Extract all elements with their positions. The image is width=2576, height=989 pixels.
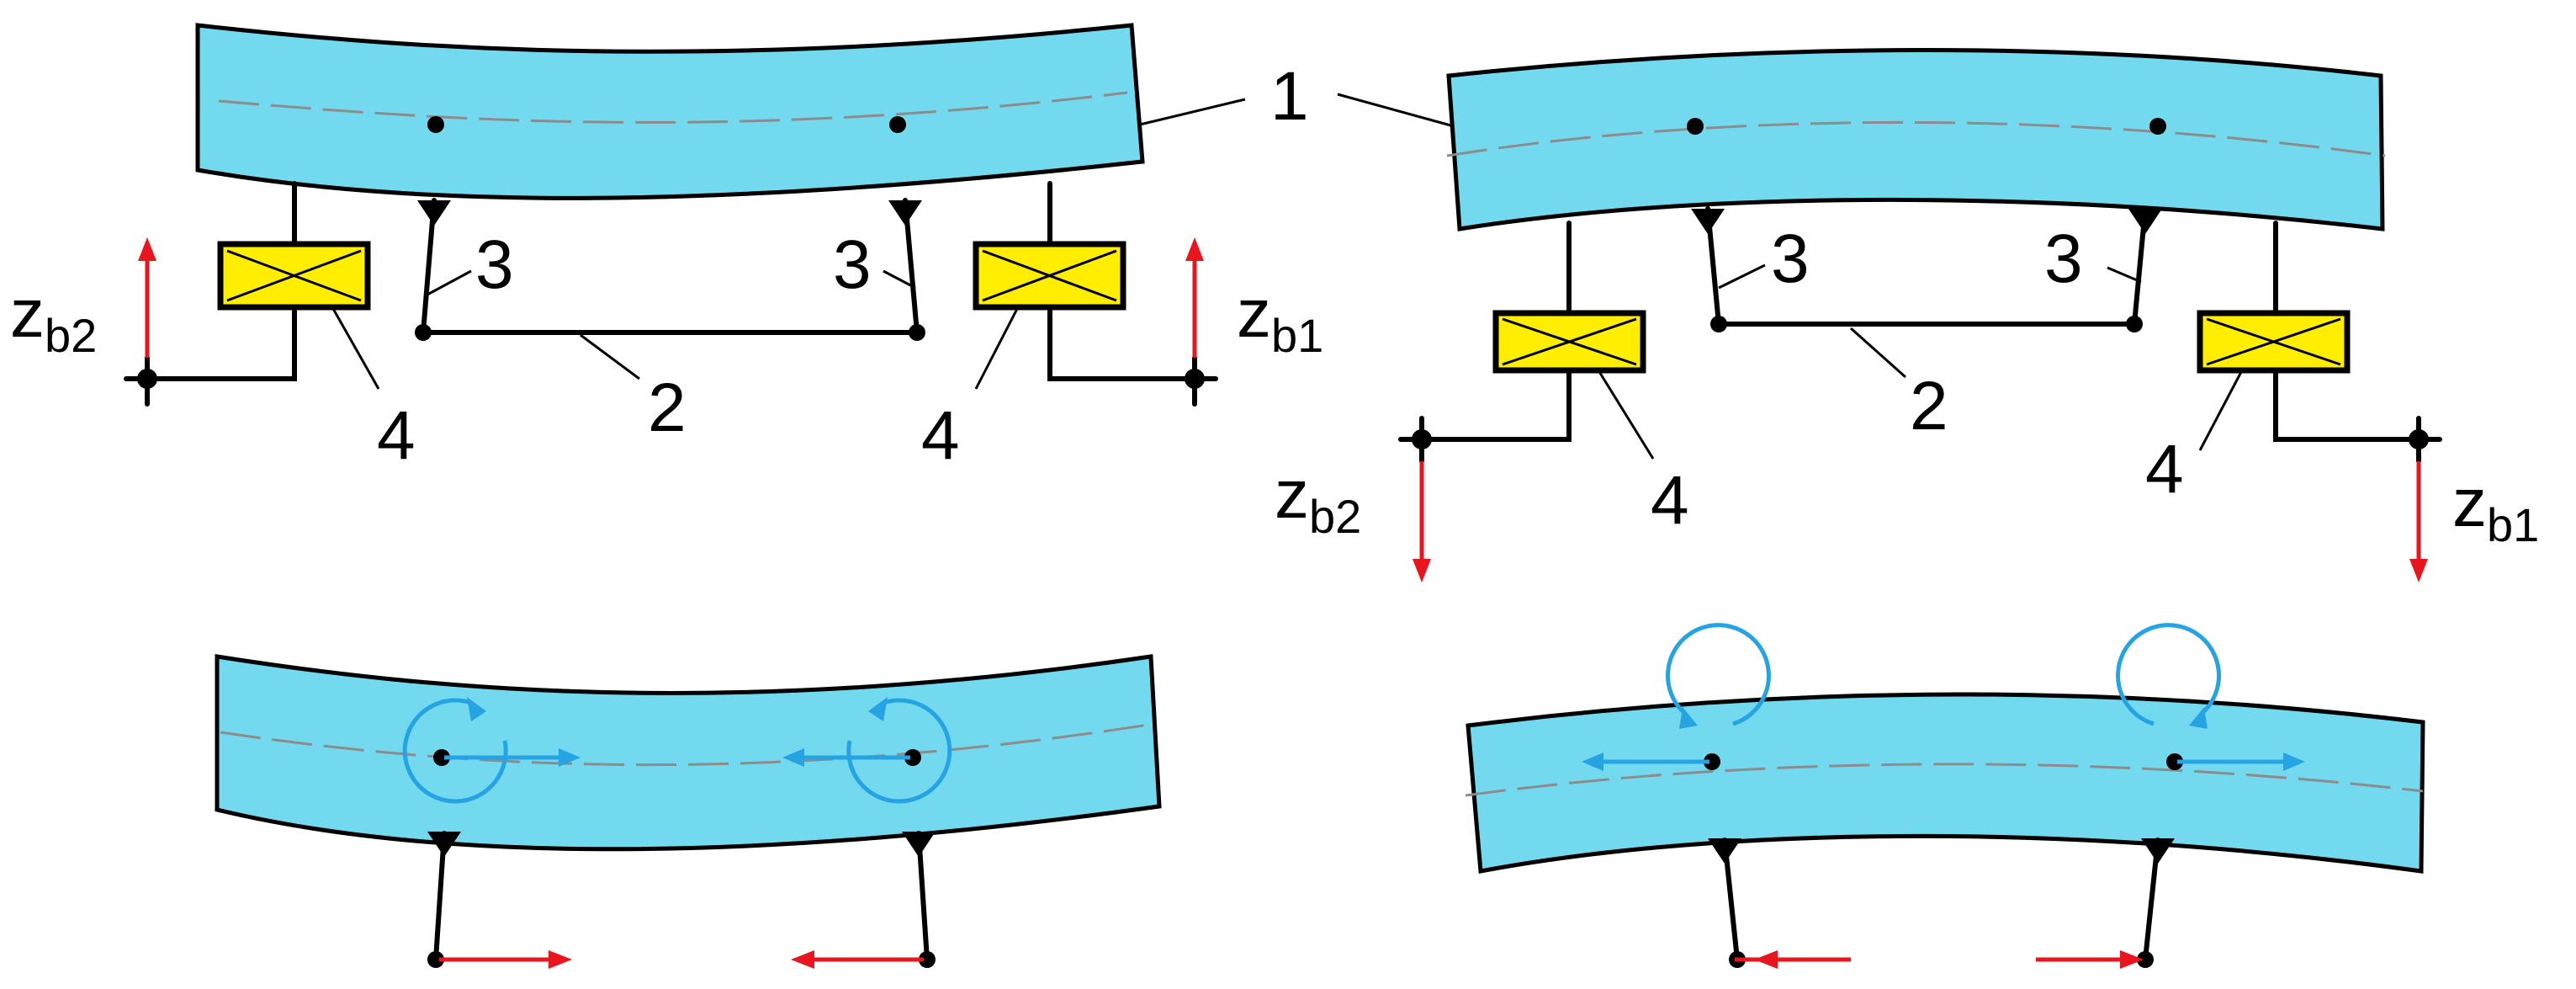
label-4-right: 4 — [921, 397, 960, 474]
damper-rod — [1047, 305, 1197, 381]
label-zb2-top: zb2 — [10, 275, 97, 362]
joint-dot — [415, 324, 432, 341]
weld-mark — [2128, 209, 2162, 234]
damper-cross-icon — [1502, 317, 1637, 366]
arrow-head — [2283, 752, 2305, 771]
damper-cross-icon — [2206, 317, 2341, 366]
joint-dot — [2126, 316, 2143, 332]
leader-line — [1718, 263, 1766, 290]
joint-dot — [904, 749, 921, 766]
joint-dot — [427, 951, 444, 968]
beam-bottom-left — [215, 654, 1162, 852]
label-zb2-bottom: zb2 — [1275, 456, 1361, 543]
arrow-head — [138, 237, 156, 261]
leader-line — [1850, 327, 1906, 379]
arrow-head — [1185, 237, 1204, 261]
arrow-head — [1582, 752, 1603, 771]
leader-line — [1337, 93, 1455, 128]
arrow-head — [2120, 950, 2144, 969]
pivot-cross — [1398, 416, 1445, 464]
leader-line — [883, 269, 916, 290]
label-2: 2 — [1910, 368, 1948, 444]
leader-line — [974, 306, 1020, 390]
pivot-cross — [2395, 416, 2442, 464]
weld-mark — [888, 200, 922, 226]
label-4-right: 4 — [2145, 431, 2184, 508]
leader-line — [580, 333, 640, 380]
beam-axis-top-left — [218, 91, 1128, 124]
weld-mark — [417, 200, 451, 226]
arrow-head — [559, 748, 580, 767]
joint-dot — [889, 116, 906, 133]
bottom-left-assembly — [215, 654, 1162, 969]
beam-1-top-left — [195, 23, 1145, 200]
arrow-head — [868, 697, 888, 721]
leader-line — [2107, 266, 2142, 284]
arrow-head — [2409, 559, 2428, 582]
joint-dot — [2149, 118, 2166, 135]
label-3-left: 3 — [1771, 221, 1810, 297]
leader-line — [427, 269, 472, 296]
arrow-head — [467, 697, 486, 721]
label-4-left: 4 — [1651, 462, 1689, 539]
joint-dot — [919, 951, 936, 968]
arrow-head — [1754, 950, 1778, 969]
beam-axis-bottom-right — [1465, 763, 2424, 797]
joint-dot — [433, 749, 450, 766]
beam-axis-bottom-left — [220, 722, 1155, 767]
leader-line — [1139, 98, 1246, 126]
joint-dot — [427, 116, 444, 133]
damper-cross-icon — [982, 249, 1117, 302]
pivot-cross — [1171, 355, 1218, 407]
joint-dot — [1704, 753, 1720, 770]
damper-cross-icon — [226, 249, 362, 302]
damper-rod — [145, 305, 297, 381]
bottom-right-assembly — [1465, 623, 2425, 969]
damper-rod — [1419, 368, 1572, 442]
leader-line — [331, 306, 380, 390]
beam-1-top-right — [1446, 48, 2385, 231]
joint-dot — [2137, 951, 2154, 968]
rotation-arrow-icon — [2116, 623, 2221, 726]
beam-bottom-right — [1466, 692, 2425, 874]
pivot-cross — [124, 355, 171, 407]
damper-rod — [2273, 368, 2421, 442]
leader-line — [2198, 370, 2244, 451]
label-zb1-top: zb1 — [1237, 275, 1323, 362]
weld-mark — [2141, 838, 2175, 864]
beam-axis-top-right — [1446, 120, 2386, 157]
joint-dot — [1710, 316, 1727, 332]
arrow-head — [1413, 559, 1431, 582]
rotation-arrow-icon — [402, 698, 508, 804]
joint-dot — [1687, 118, 1704, 135]
arrow-head — [549, 950, 572, 969]
joint-dot — [2166, 753, 2183, 770]
weld-mark — [902, 832, 936, 857]
rotation-arrow-icon — [846, 698, 952, 804]
arrow-head — [1679, 707, 1698, 729]
arrow-head — [782, 748, 804, 767]
top-right-assembly: 3 3 2 4 4 zb2 zb1 — [1275, 48, 2539, 582]
label-3-right: 3 — [2044, 221, 2083, 297]
weld-mark — [1708, 838, 1741, 864]
label-4-left: 4 — [377, 397, 416, 474]
arrow-head — [2189, 707, 2208, 729]
leader-line — [1597, 370, 1655, 460]
rotation-arrow-icon — [1666, 623, 1771, 726]
label-3-right: 3 — [833, 226, 872, 303]
label-3-left: 3 — [475, 226, 514, 303]
label-zb1-bottom: zb1 — [2452, 465, 2539, 551]
label-1: 1 — [1270, 58, 1309, 135]
joint-dot — [909, 324, 925, 341]
label-2: 2 — [648, 370, 686, 446]
weld-mark — [1691, 209, 1725, 234]
weld-mark — [427, 832, 461, 857]
arrow-head — [791, 950, 814, 969]
top-left-assembly: 1 3 3 2 4 4 zb2 zb1 — [10, 23, 1323, 474]
